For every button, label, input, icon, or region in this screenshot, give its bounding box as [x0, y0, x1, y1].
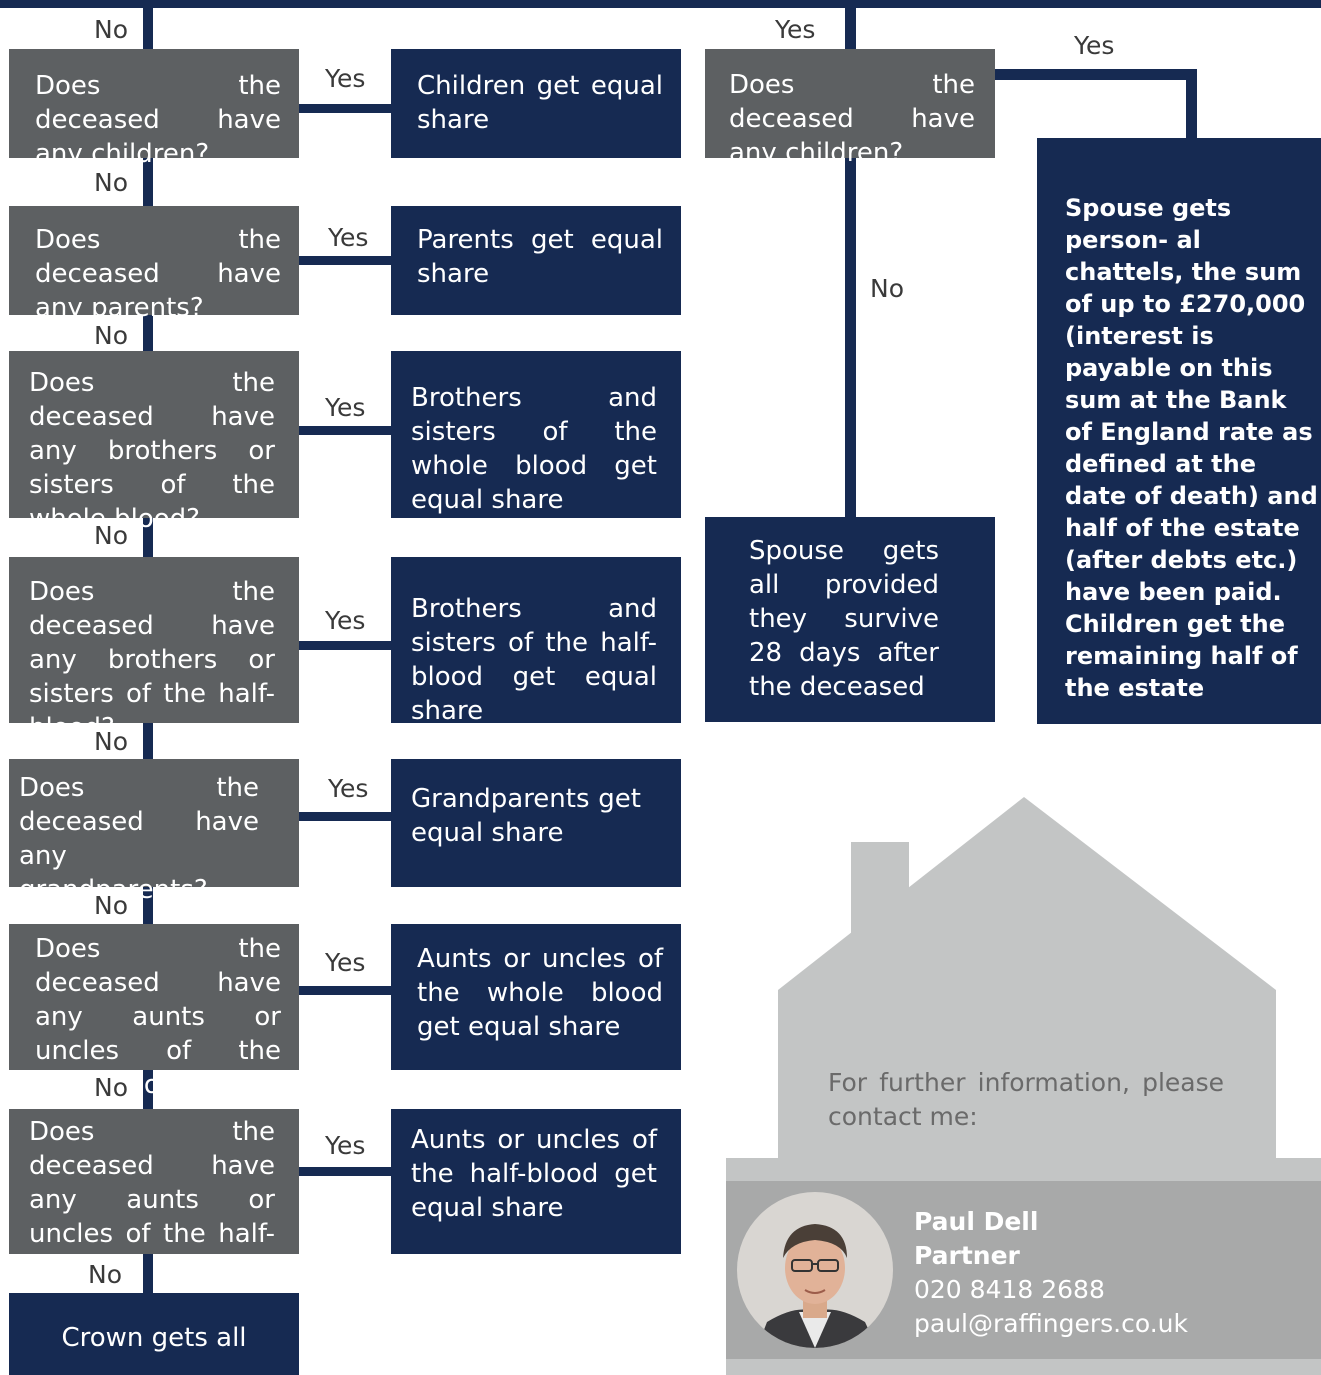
no-label: No: [94, 168, 128, 197]
no-label: No: [94, 521, 128, 550]
question-text: Does the deceased have any brothers or s…: [29, 368, 275, 534]
question-box-siblings-whole-blood: Does the deceased have any brothers or s…: [9, 351, 299, 534]
answer-box-aunts-uncles-half-blood: Aunts or uncles of the half-blood get eq…: [391, 1109, 681, 1254]
answer-text: Children get equal share: [417, 71, 663, 135]
house-chimney: [851, 842, 909, 940]
no-label: No: [94, 891, 128, 920]
yes-label: Yes: [775, 15, 816, 44]
answer-text: Spouse gets all provided they survive 28…: [749, 536, 939, 702]
contact-phone[interactable]: 020 8418 2688: [914, 1275, 1105, 1304]
top-banner: [0, 0, 1321, 8]
final-text: Crown gets all: [61, 1323, 247, 1353]
final-box-crown: Crown gets all: [9, 1293, 299, 1375]
answer-text: Aunts or uncles of the whole blood get e…: [417, 944, 663, 1042]
question-text: Does the deceased have any parents?: [35, 225, 281, 323]
yes-label: Yes: [325, 64, 366, 93]
answer-text: Aunts or uncles of the half-blood get eq…: [411, 1125, 657, 1223]
connector-row-4: [298, 641, 392, 650]
question-text: Does the deceased have any children?: [729, 70, 975, 168]
question-text: Does the deceased have any brothers or s…: [29, 577, 275, 743]
yes-label: Yes: [328, 223, 369, 252]
answer-box-siblings-half-blood: Brothers and sisters of the half-blood g…: [391, 557, 681, 726]
answer-box-spouse-half-estate: Spouse gets person- al chattels, the sum…: [1037, 138, 1321, 724]
answer-text: Spouse gets person- al chattels, the sum…: [1065, 194, 1318, 702]
connector-right-yes-horizontal: [994, 69, 1197, 80]
question-text: Does the deceased have any grandparents?: [19, 773, 259, 905]
connector-right-spine: [845, 0, 856, 518]
no-label: No: [870, 274, 904, 303]
answer-text: Brothers and sisters of the half-blood g…: [411, 594, 657, 726]
answer-box-children: Children get equal share: [391, 49, 681, 158]
no-label: No: [94, 727, 128, 756]
no-label: No: [94, 15, 128, 44]
question-text: Does the deceased have any aunts or uncl…: [35, 934, 281, 1100]
question-box-aunts-uncles-half-blood: Does the deceased have any aunts or uncl…: [9, 1109, 299, 1283]
connector-row-1: [298, 104, 392, 113]
question-box-parents: Does the deceased have any parents?: [9, 206, 299, 323]
connector-row-5: [298, 812, 392, 821]
question-box-aunts-uncles-whole-blood: Does the deceased have any aunts or uncl…: [9, 924, 299, 1100]
question-text: Does the deceased have any children?: [35, 71, 281, 169]
no-label: No: [88, 1260, 122, 1289]
yes-label: Yes: [1074, 31, 1115, 60]
contact-name: Paul Dell: [914, 1207, 1039, 1236]
question-text: Does the deceased have any aunts or uncl…: [29, 1117, 275, 1283]
answer-box-siblings-whole-blood: Brothers and sisters of the whole blood …: [391, 351, 681, 518]
contact-role: Partner: [914, 1241, 1020, 1270]
question-box-children: Does the deceased have any children?: [9, 49, 299, 169]
answer-text: Parents get equal share: [417, 225, 663, 289]
connector-row-3: [298, 426, 392, 435]
yes-label: Yes: [328, 774, 369, 803]
answer-text: Grandparents get equal share: [411, 784, 641, 848]
answer-box-grandparents: Grandparents get equal share: [391, 759, 681, 887]
contact-email[interactable]: paul@raffingers.co.uk: [914, 1309, 1188, 1338]
contact-prompt: For further information, please contact …: [828, 1068, 1224, 1131]
yes-label: Yes: [325, 393, 366, 422]
no-label: No: [94, 321, 128, 350]
question-box-grandparents: Does the deceased have any grandparents?: [9, 759, 299, 905]
connector-row-2: [298, 256, 392, 265]
answer-box-parents: Parents get equal share: [391, 206, 681, 315]
avatar: [737, 1192, 893, 1348]
answer-box-aunts-uncles-whole-blood: Aunts or uncles of the whole blood get e…: [391, 924, 681, 1070]
connector-right-yes-vertical: [1186, 69, 1197, 138]
contact-details: Paul Dell Partner 020 8418 2688 paul@raf…: [914, 1205, 1188, 1341]
connector-row-7: [298, 1167, 392, 1176]
question-box-spouse-children: Does the deceased have any children?: [705, 49, 995, 168]
question-box-siblings-half-blood: Does the deceased have any brothers or s…: [9, 557, 299, 743]
yes-label: Yes: [325, 1131, 366, 1160]
answer-text: Brothers and sisters of the whole blood …: [411, 383, 657, 515]
connector-row-6: [298, 986, 392, 995]
yes-label: Yes: [325, 948, 366, 977]
yes-label: Yes: [325, 606, 366, 635]
no-label: No: [94, 1073, 128, 1102]
answer-box-spouse-gets-all: Spouse gets all provided they survive 28…: [705, 517, 995, 722]
